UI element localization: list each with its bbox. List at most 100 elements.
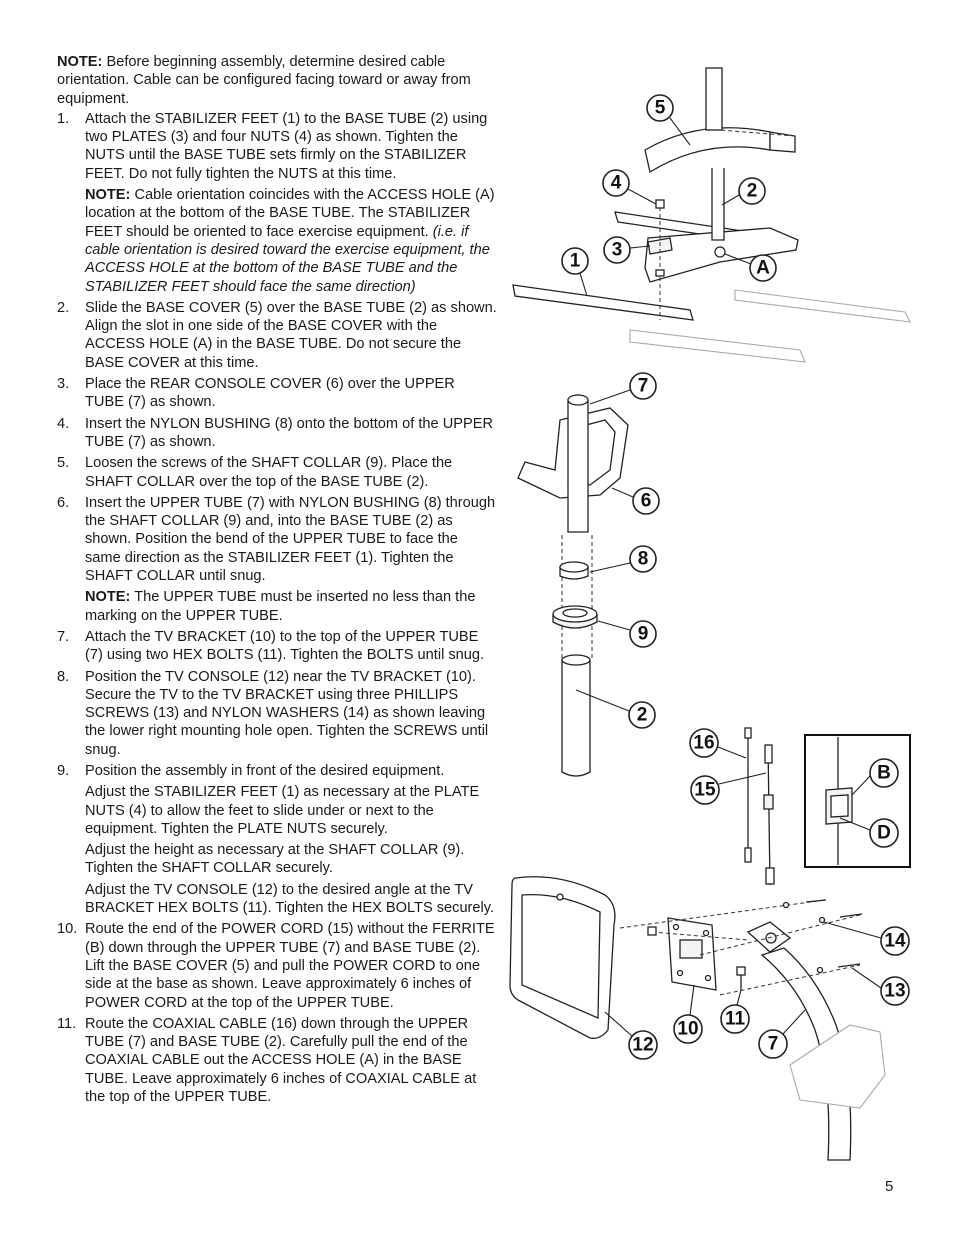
phillips-screw: [805, 899, 827, 903]
callout-label: 9: [638, 624, 649, 645]
step-1: 1. Attach the STABILIZER FEET (1) to the…: [57, 110, 497, 296]
nut: [655, 199, 665, 209]
callout-8: 8: [629, 545, 657, 573]
step-text: Attach the STABILIZER FEET (1) to the BA…: [85, 110, 488, 182]
leader-line: [579, 272, 588, 297]
step-text: Position the assembly in front of the de…: [85, 762, 445, 779]
leader-line: [669, 117, 691, 146]
step-2: 2. Slide the BASE COVER (5) over the BAS…: [57, 299, 497, 372]
leader-line: [629, 245, 651, 249]
step-5: 5. Loosen the screws of the SHAFT COLLAR…: [57, 454, 497, 491]
step-sub: Adjust the TV CONSOLE (12) to the desire…: [85, 881, 495, 917]
hex-bolt: [736, 966, 746, 976]
step-text: Route the end of the POWER CORD (15) wit…: [85, 921, 495, 1011]
phillips-screw: [839, 913, 863, 918]
step-4: 4. Insert the NYLON BUSHING (8) onto the…: [57, 415, 497, 452]
callout-label: 16: [693, 733, 714, 754]
leader-line: [611, 487, 634, 498]
step-number: 8.: [57, 668, 70, 685]
leader-line: [589, 562, 631, 573]
callout-11: 11: [720, 1004, 750, 1034]
step-10: 10. Route the end of the POWER CORD (15)…: [57, 920, 497, 1011]
leader-line: [736, 989, 742, 1006]
callout-10: 10: [673, 1014, 703, 1044]
base-tube-top: [561, 654, 591, 666]
callout-label: 14: [884, 931, 906, 952]
tv-screen: [521, 893, 601, 1019]
leader-line: [823, 921, 882, 939]
callout-label: 15: [694, 780, 716, 801]
upper-tube-curved: [760, 947, 852, 1161]
stabilizer-foot: [512, 284, 694, 321]
instruction-text: NOTE: Before beginning assembly, determi…: [57, 53, 497, 1109]
leader-line: [589, 389, 631, 405]
step-text: Slide the BASE COVER (5) over the BASE T…: [85, 299, 497, 371]
callout-label: A: [756, 258, 770, 279]
step-11: 11. Route the COAXIAL CABLE (16) down th…: [57, 1015, 497, 1106]
bracket-center: [679, 939, 703, 959]
alignment-line: [619, 899, 826, 929]
callout-label: 5: [655, 98, 666, 119]
leader-line: [604, 1011, 633, 1037]
callout-16: 16: [689, 728, 719, 758]
step-text: Place the REAR CONSOLE COVER (6) over th…: [85, 376, 455, 411]
note-italic: (i.e. if cable orientation is desired to…: [85, 223, 490, 295]
callout-14: 14: [880, 926, 910, 956]
note-text: Cable orientation coincides with the ACC…: [85, 187, 495, 240]
step-number: 1.: [57, 110, 70, 127]
step-number: 7.: [57, 628, 70, 645]
step-number: 2.: [57, 299, 70, 316]
note-text: Before beginning assembly, determine des…: [57, 54, 471, 107]
leader-line: [851, 775, 871, 796]
cables-figure: [744, 727, 775, 886]
callout-label: 11: [725, 1009, 746, 1030]
upper-post: [705, 67, 723, 131]
leader-line: [851, 967, 882, 989]
step-number: 3.: [57, 376, 70, 393]
upper-tube: [567, 394, 589, 533]
leader-line: [717, 746, 747, 759]
note-label: NOTE:: [85, 589, 131, 606]
step-number: 4.: [57, 415, 70, 432]
step-9: 9. Position the assembly in front of the…: [57, 762, 497, 917]
step-text: Loosen the screws of the SHAFT COLLAR (9…: [85, 455, 453, 490]
inset-frame: [804, 734, 911, 868]
callout-label: 7: [768, 1034, 779, 1055]
access-hole: [714, 246, 726, 258]
callout-label: 6: [641, 491, 652, 512]
leader-line: [689, 984, 695, 1016]
page-number: 5: [885, 1178, 894, 1195]
callout-label: 4: [611, 173, 622, 194]
leader-line: [782, 1009, 806, 1035]
leader-line: [724, 253, 752, 265]
callout-1: 1: [561, 247, 589, 275]
callout-label: 2: [747, 181, 758, 202]
assembly-diagram: 5 4 2 3 1 A 7 6 8 9 2: [509, 67, 911, 1161]
power-cord-plug: [765, 867, 775, 885]
leader-line: [627, 188, 657, 205]
nylon-washer: [816, 966, 824, 974]
base-cover-side: [769, 131, 796, 153]
nylon-washer: [818, 916, 826, 924]
leader-line: [575, 689, 630, 712]
callout-label: 13: [884, 981, 905, 1002]
inset-ferrite-face: [830, 794, 849, 818]
ferrite: [763, 794, 774, 810]
ferrite-inset: [804, 734, 911, 868]
alignment-line: [719, 129, 796, 137]
step-8: 8. Position the TV CONSOLE (12) near the…: [57, 668, 497, 759]
step-text: Insert the NYLON BUSHING (8) onto the bo…: [85, 415, 493, 450]
step-6: 6. Insert the UPPER TUBE (7) with NYLON …: [57, 494, 497, 625]
callout-A: A: [749, 254, 777, 282]
alignment-line: [719, 964, 861, 996]
step-note: NOTE: Cable orientation coincides with t…: [85, 186, 497, 296]
callout-label: 3: [612, 240, 623, 261]
nut: [655, 269, 665, 277]
callout-4: 4: [602, 169, 630, 197]
shaft-collar-hole: [562, 608, 588, 618]
note-text: The UPPER TUBE must be inserted no less …: [85, 589, 476, 624]
callout-3: 3: [603, 236, 631, 264]
step-3: 3. Place the REAR CONSOLE COVER (6) over…: [57, 375, 497, 412]
intro-note: NOTE: Before beginning assembly, determi…: [57, 53, 497, 108]
bracket-hole: [704, 974, 712, 982]
